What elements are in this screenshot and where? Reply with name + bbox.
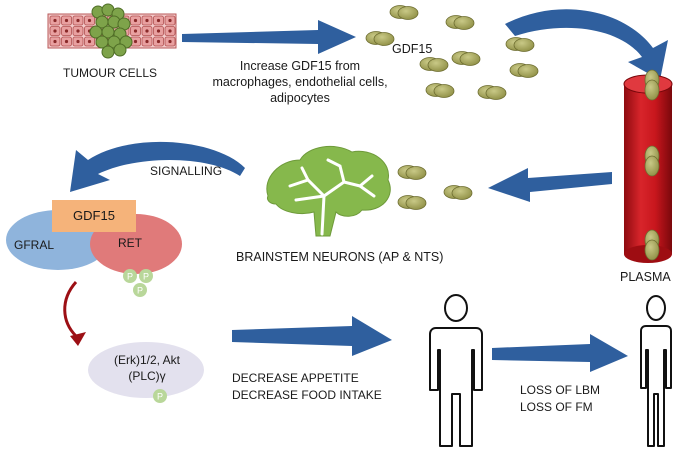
gdf15-particle <box>443 185 473 200</box>
arrow-to-body-mass-loss <box>492 334 628 372</box>
increase-gdf15-caption: Increase GDF15 from macrophages, endothe… <box>200 58 400 106</box>
tumour-cells-illustration <box>47 3 177 59</box>
tumour-cell-nucleus <box>156 39 161 44</box>
plasma-gdf15-particle <box>644 69 660 101</box>
phosphate-icon: P <box>139 269 153 283</box>
gdf15-top-label: GDF15 <box>392 42 433 56</box>
tumour-cell-nucleus <box>64 39 69 44</box>
tumour-cell-nucleus <box>156 29 161 33</box>
increase-caption-line2: macrophages, endothelial cells, <box>212 75 388 89</box>
tumour-cell-nucleus <box>133 29 138 33</box>
tumour-cell-nucleus <box>76 39 80 44</box>
ret-label: RET <box>118 236 142 250</box>
decrease-appetite-label: DECREASE APPETITE <box>232 371 359 385</box>
tumour-cell-nucleus <box>53 39 57 44</box>
tumour-cell-nucleus <box>76 18 80 23</box>
tumour-cell-nucleus <box>168 18 172 23</box>
plasma-label: PLASMA <box>620 270 671 284</box>
phosphate-label: P <box>127 272 133 282</box>
plasma-gdf15-particle <box>644 229 660 261</box>
phosphate-label: P <box>157 392 163 402</box>
brain-gdf15-particles <box>397 165 473 210</box>
erk-line2: (PLC)γ <box>128 369 166 383</box>
person-icon-thin <box>640 295 672 447</box>
brainstem-label: BRAINSTEM NEURONS (AP & NTS) <box>236 250 444 264</box>
signalling-label: SIGNALLING <box>150 164 223 178</box>
tumour-cell-nucleus <box>145 18 149 23</box>
gdf15-particle <box>419 57 449 72</box>
curved-arrow-to-plasma <box>505 9 668 80</box>
tumour-cluster-cell <box>101 45 115 59</box>
downstream-signalling-label: (Erk)1/2, Akt (PLC)γ <box>92 352 202 384</box>
downstream-signalling-bubble <box>88 342 204 398</box>
erk-line1: (Erk)1/2, Akt <box>113 353 181 367</box>
brainstem-neurons-icon <box>266 145 391 237</box>
body-mass-effects: LOSS OF LBM LOSS OF FM <box>520 382 600 416</box>
gdf15-particle <box>397 195 427 210</box>
tumour-cell-nucleus <box>168 39 172 44</box>
downstream-curved-arrow <box>63 281 78 338</box>
phosphate-label: P <box>137 286 143 296</box>
arrow-tumour-to-gdf15 <box>182 20 356 54</box>
tumour-cells-label: TUMOUR CELLS <box>62 66 157 80</box>
decrease-food-label: DECREASE FOOD INTAKE <box>232 388 382 402</box>
loss-fm-label: LOSS OF FM <box>520 400 593 414</box>
tumour-cell-nucleus <box>87 39 92 44</box>
phosphate-icon: P <box>123 269 137 283</box>
plasma-gdf15-particle <box>644 145 660 177</box>
gdf15-particle <box>451 51 481 66</box>
gdf15-particle <box>397 165 427 180</box>
phosphate-label: P <box>143 272 149 282</box>
gdf15-box-label: GDF15 <box>73 208 115 223</box>
increase-caption-line3: adipocytes <box>270 91 330 105</box>
tumour-cell-nucleus <box>133 18 138 23</box>
increase-caption-line1: Increase GDF15 from <box>239 59 361 73</box>
gdf15-particle <box>477 85 507 100</box>
gfral-label: GFRAL <box>14 238 55 252</box>
downstream-arrowhead <box>70 332 86 346</box>
receptor-complex <box>6 200 182 274</box>
tumour-cell-nucleus <box>53 29 57 33</box>
gdf15-particle <box>505 37 535 52</box>
tumour-cell-nucleus <box>76 29 80 33</box>
tumour-cell-nucleus <box>168 29 172 33</box>
phosphate-icon: P <box>153 389 167 403</box>
plasma-gdf15-particles <box>644 69 660 261</box>
loss-lbm-label: LOSS OF LBM <box>520 383 601 397</box>
gdf15-particles <box>365 5 539 100</box>
gdf15-particle <box>425 83 455 98</box>
tumour-cluster-cell <box>113 43 127 57</box>
erk-phosphorylation: P <box>153 389 167 403</box>
signalling-curved-arrow <box>70 141 245 192</box>
person-icon-appetite <box>429 294 483 447</box>
gdf15-particle <box>509 63 539 78</box>
tumour-cell-nucleus <box>133 39 138 44</box>
tumour-cell-nucleus <box>145 39 149 44</box>
gdf15-ligand-box <box>52 200 136 232</box>
tumour-cell-nucleus <box>87 18 92 23</box>
tumour-cell-nucleus <box>156 18 161 23</box>
tumour-cell-nucleus <box>53 18 57 23</box>
phosphate-icon: P <box>133 283 147 297</box>
gdf15-particle <box>389 5 419 20</box>
appetite-effects: DECREASE APPETITE DECREASE FOOD INTAKE <box>232 370 382 404</box>
tumour-cell-nucleus <box>64 18 69 23</box>
arrow-to-appetite-effect <box>232 316 392 356</box>
arrow-plasma-to-brain <box>488 168 612 202</box>
gdf15-particle <box>445 15 475 30</box>
tumour-cell-nucleus <box>145 29 149 33</box>
tumour-cell-nucleus <box>64 29 69 33</box>
gdf15-particle <box>365 31 395 46</box>
